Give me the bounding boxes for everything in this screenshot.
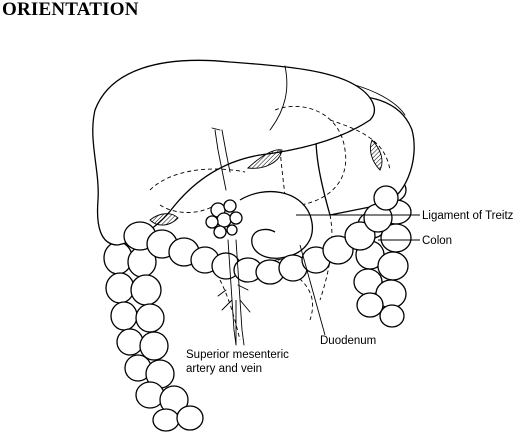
page-title: ORIENTATION [2, 0, 139, 20]
label-ligament-of-treitz: Ligament of Treitz [422, 210, 514, 222]
label-colon: Colon [422, 235, 452, 247]
duodenum-shape [239, 190, 313, 259]
hatched-area-3 [369, 139, 383, 171]
hatched-area-1 [246, 149, 283, 169]
label-duodenum: Duodenum [320, 335, 376, 347]
label-sma-line2: artery and vein [186, 363, 262, 375]
label-sma-line1: Superior mesenteric [186, 349, 289, 361]
ascending-colon [103, 241, 204, 432]
transverse-colon [123, 185, 399, 285]
hatched-area-2 [149, 213, 179, 226]
sm-vessels [217, 239, 251, 346]
pancreas-head [205, 199, 243, 239]
leader-duodenum [299, 244, 326, 336]
